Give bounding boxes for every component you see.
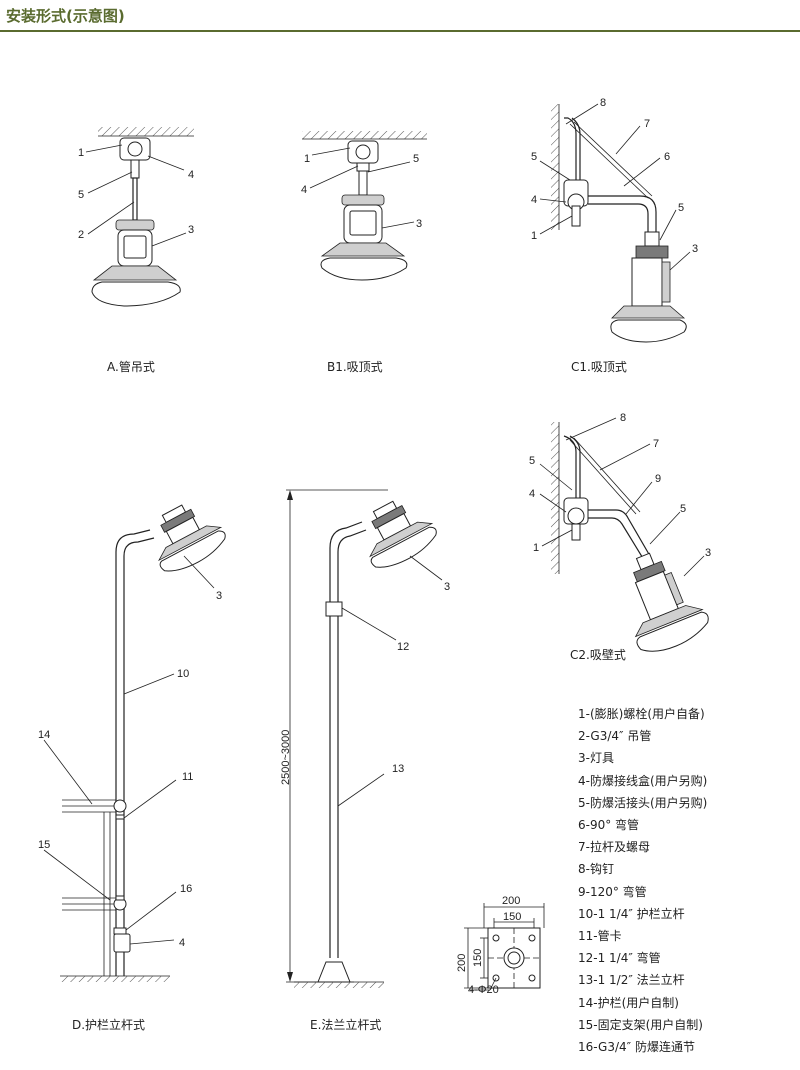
- legend-item: 2-G3/4″ 吊管: [578, 729, 652, 744]
- callout: 8: [620, 412, 626, 424]
- diagram-a-pipe-pendant: [91, 127, 194, 307]
- diagram-b1-ceiling: [302, 131, 427, 281]
- legend-item: 10-1 1/4″ 护栏立杆: [578, 906, 685, 921]
- flange-holes: 4-Φ20: [468, 984, 499, 996]
- callout: 7: [644, 118, 650, 130]
- callout: 4: [529, 488, 535, 500]
- callout: 2: [78, 229, 84, 241]
- callout: 1: [531, 230, 537, 242]
- callout: 1: [533, 542, 539, 554]
- callout: 5: [678, 202, 684, 214]
- diagram-c1-wall: [551, 104, 687, 343]
- caption-c1: C1.吸顶式: [571, 360, 627, 374]
- legend-item: 6-90° 弯管: [578, 818, 640, 833]
- callout: 13: [392, 763, 404, 775]
- legend-item: 4-防爆接线盒(用户另购): [578, 773, 708, 788]
- legend-item: 5-防爆活接头(用户另购): [578, 795, 708, 810]
- legend-item: 16-G3/4″ 防爆连通节: [578, 1040, 695, 1055]
- legend-item: 1-(膨胀)螺栓(用户自备): [578, 707, 705, 721]
- diagram-d-callouts: 3 10 14 11 15 16 4: [38, 555, 222, 949]
- legend-item: 7-拉杆及螺母: [578, 840, 650, 855]
- header-divider: [0, 30, 800, 32]
- flange-outer-height: 200: [456, 954, 468, 972]
- legend-item: 13-1 1/2″ 法兰立杆: [578, 973, 685, 988]
- callout: 5: [531, 151, 537, 163]
- caption-a: A.管吊式: [107, 359, 155, 374]
- callout: 4: [188, 169, 194, 181]
- caption-d: D.护栏立杆式: [72, 1017, 145, 1032]
- callout: 15: [38, 839, 50, 851]
- legend-item: 14-护栏(用户自制): [578, 995, 679, 1010]
- diagram-d-railing-pole: [60, 504, 226, 982]
- parts-legend: 1-(膨胀)螺栓(用户自备) 2-G3/4″ 吊管 3-灯具 4-防爆接线盒(用…: [578, 703, 793, 1058]
- callout: 11: [182, 771, 193, 783]
- callout: 3: [444, 581, 450, 593]
- section-header: 安装形式(示意图): [0, 0, 800, 32]
- callout: 7: [653, 438, 659, 450]
- legend-item: 15-固定支架(用户自制): [578, 1017, 703, 1032]
- callout: 16: [180, 883, 192, 895]
- diagram-c1-callouts: 8 7 5 6 4 1 5 3: [531, 97, 698, 271]
- callout: 5: [413, 153, 419, 165]
- callout: 3: [705, 547, 711, 559]
- diagram-e-flange-pole: [286, 489, 437, 988]
- callout: 3: [692, 243, 698, 255]
- callout: 4: [531, 194, 537, 206]
- caption-e: E.法兰立杆式: [310, 1017, 381, 1032]
- legend-item: 9-120° 弯管: [578, 884, 647, 899]
- callout: 3: [416, 218, 422, 230]
- diagram-b1-callouts: 1 4 5 3: [301, 147, 422, 230]
- callout: 10: [177, 668, 189, 680]
- caption-c2: C2.吸壁式: [570, 647, 626, 662]
- caption-b1: B1.吸顶式: [327, 360, 383, 374]
- callout: 9: [655, 473, 661, 485]
- legend-item: 11-管卡: [578, 929, 622, 944]
- diagram-c2-wall-angled: [551, 422, 709, 652]
- section-title: 安装形式(示意图): [6, 7, 125, 25]
- callout: 5: [529, 455, 535, 467]
- callout: 1: [78, 147, 84, 159]
- legend-item: 12-1 1/4″ 弯管: [578, 951, 661, 966]
- callout: 5: [78, 189, 84, 201]
- diagram-e-callouts: 3 12 13: [337, 555, 450, 807]
- flange-inner-height: 150: [472, 949, 484, 967]
- diagram-c2-callouts: 8 7 5 4 9 1 5 3: [529, 412, 711, 577]
- callout: 5: [680, 503, 686, 515]
- callout: 12: [397, 641, 409, 653]
- diagram-a-callouts: 1 5 2 4 3: [78, 144, 194, 247]
- flange-inner-width: 150: [503, 911, 521, 923]
- flange-plate-detail: [464, 903, 545, 991]
- callout: 1: [304, 153, 310, 165]
- legend-item: 3-灯具: [578, 751, 614, 766]
- height-dimension: 2500~3000: [280, 730, 292, 785]
- legend-item: 8-钩钉: [578, 862, 614, 877]
- callout: 6: [664, 151, 670, 163]
- callout: 3: [216, 590, 222, 602]
- flange-outer-width: 200: [502, 895, 520, 907]
- callout: 3: [188, 224, 194, 236]
- callout: 8: [600, 97, 606, 109]
- callout: 14: [38, 729, 50, 741]
- callout: 4: [301, 184, 307, 196]
- callout: 4: [179, 937, 185, 949]
